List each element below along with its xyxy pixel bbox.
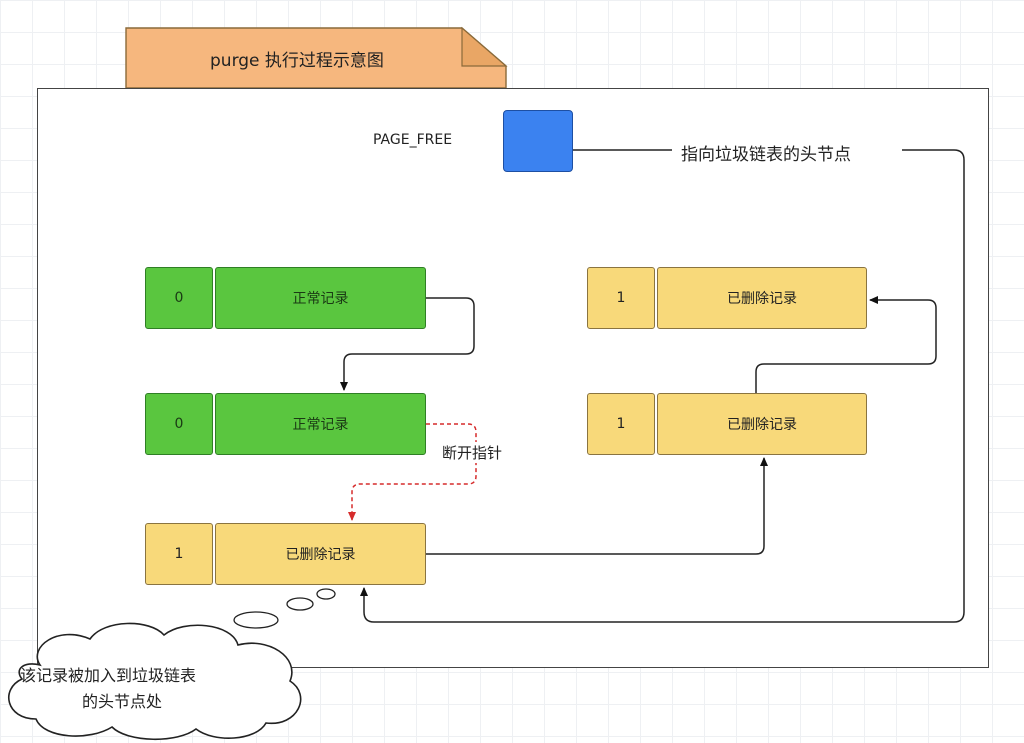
- record-deleted-top-flag: 1: [587, 267, 655, 329]
- arrow-page-free-to-head: [364, 149, 965, 623]
- record-deleted-top-label: 已删除记录: [657, 267, 867, 329]
- thought-bubbles: [233, 588, 336, 629]
- record-deleted-new-label: 已删除记录: [215, 523, 426, 585]
- arrow-deleted-new-to-mid: [426, 457, 768, 555]
- record-deleted-mid-flag: 1: [587, 393, 655, 455]
- record-deleted-mid-label: 已删除记录: [657, 393, 867, 455]
- arrow-deleted-mid-to-top: [755, 296, 937, 393]
- record-deleted-new-flag: 1: [145, 523, 213, 585]
- record-normal-2-label: 正常记录: [215, 393, 426, 455]
- cloud-note-line1: 该记录被加入到垃圾链表: [20, 666, 197, 685]
- record-normal-2-flag: 0: [145, 393, 213, 455]
- page-free-block: [503, 110, 573, 172]
- diagram-title: purge 执行过程示意图: [210, 51, 384, 71]
- cloud-shape: [7, 622, 302, 741]
- arrow-broken-pointer: [348, 423, 477, 521]
- break-pointer-label: 断开指针: [440, 442, 505, 463]
- title-tab: [125, 26, 508, 89]
- record-normal-1-label: 正常记录: [215, 267, 426, 329]
- cloud-note-line2: 的头节点处: [82, 692, 163, 711]
- page-free-note: 指向垃圾链表的头节点: [677, 140, 855, 165]
- record-normal-1-flag: 0: [145, 267, 213, 329]
- page-free-label: PAGE_FREE: [373, 132, 453, 148]
- arrow-normal1-to-normal2: [340, 297, 475, 391]
